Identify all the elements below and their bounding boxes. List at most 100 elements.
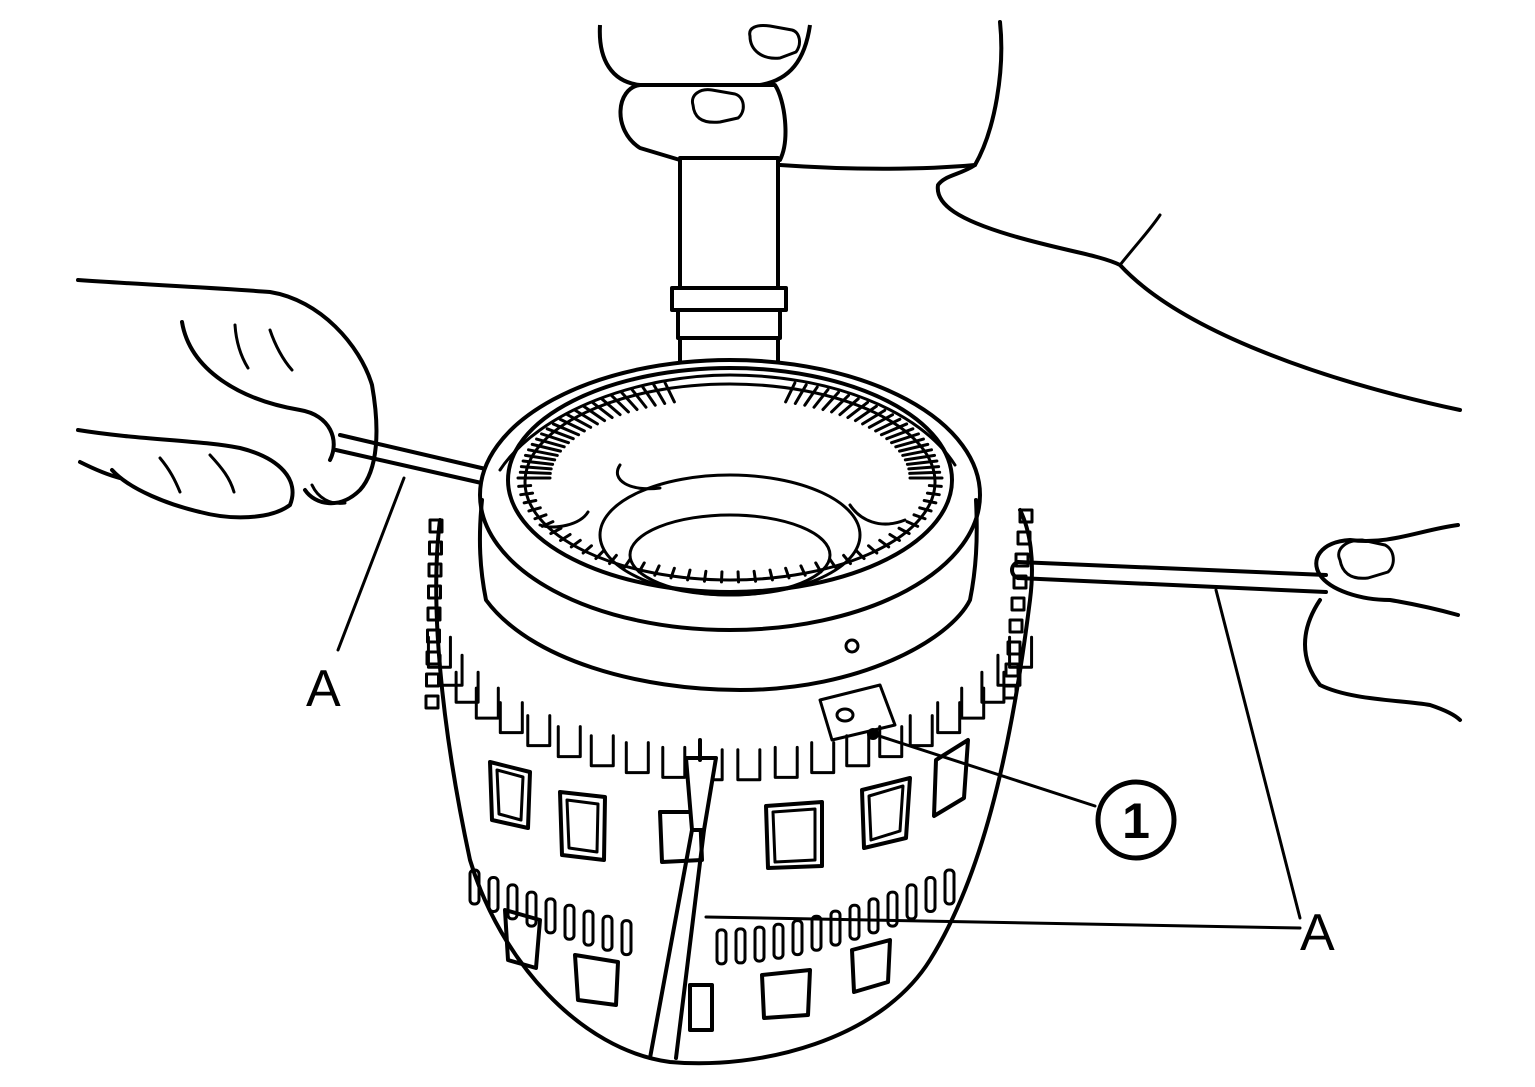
spline-tooth [573, 408, 599, 426]
spline-tooth [551, 422, 581, 437]
spline-tooth [888, 532, 901, 542]
spline-tooth [637, 561, 646, 574]
crown-tooth [845, 734, 871, 768]
spline-tooth [533, 513, 548, 521]
crown-tooth [474, 686, 500, 720]
drum-slot [715, 928, 728, 966]
spline-tooth [898, 442, 930, 453]
crown-tooth [438, 653, 464, 687]
edge-tooth [426, 628, 441, 644]
drum-slot [943, 868, 956, 906]
spline-tooth [828, 557, 838, 570]
clutch-drum [434, 358, 1034, 1066]
spline-tooth [517, 484, 533, 488]
tool-a-right [1010, 560, 1328, 594]
spline-tooth [842, 553, 852, 566]
spline-tooth [540, 432, 570, 445]
spline-tooth [535, 437, 566, 449]
spline-tooth [867, 413, 895, 429]
spline-tooth [907, 465, 941, 471]
spline-tooth [908, 470, 942, 475]
drum-slot [468, 868, 481, 906]
spline-tooth [854, 549, 866, 561]
drum-slot [544, 897, 557, 935]
right-hand [1303, 523, 1462, 722]
spline-tooth [527, 506, 542, 513]
crown-tooth [556, 725, 582, 759]
edge-tooth [1008, 618, 1024, 634]
drum-slot [848, 903, 861, 941]
spline-tooth [846, 400, 870, 420]
edge-tooth [427, 584, 442, 600]
part-marker-1: 1 [1095, 779, 1177, 861]
drum-slot [525, 890, 538, 928]
spline-tooth [663, 381, 676, 404]
snap-ring [818, 683, 897, 742]
drum-slot [867, 897, 880, 935]
spline-tooth [814, 561, 823, 574]
spline-tooth [793, 383, 808, 405]
spline-tooth [702, 569, 708, 583]
spline-tooth [519, 465, 553, 471]
drum-slot [487, 876, 500, 914]
spline-tooth [582, 404, 607, 423]
edge-tooth [427, 562, 443, 578]
crown-tooth [624, 741, 650, 775]
spline-tooth [630, 388, 648, 409]
spline-tooth [669, 566, 676, 580]
spline-tooth [608, 553, 618, 566]
spline-tooth [652, 383, 667, 405]
edge-tooth [426, 606, 442, 622]
edge-tooth [425, 650, 441, 666]
spline-tooth [905, 459, 939, 466]
spline-tooth [874, 417, 902, 433]
spline-tooth [519, 491, 535, 497]
spline-tooth [799, 564, 807, 577]
edge-tooth [425, 672, 440, 688]
crown-tooth [526, 714, 552, 748]
leader-lines [336, 476, 1302, 930]
crown-tooth [936, 701, 962, 735]
spline-tooth [867, 544, 879, 555]
spline-tooth [925, 491, 941, 497]
spline-tooth [768, 568, 774, 582]
edge-tooth [1010, 596, 1026, 612]
drum-slot [791, 919, 804, 957]
spline-tooth [821, 390, 840, 411]
spline-tooth [622, 557, 632, 570]
part-marker-circle [1095, 779, 1177, 861]
crown-tooth [908, 714, 934, 748]
drum-slot [734, 927, 747, 965]
spline-tooth [590, 400, 614, 420]
spline-tooth [901, 448, 933, 457]
spline-tooth [559, 532, 572, 542]
drum-slot [506, 883, 519, 921]
edge-tooth [1012, 574, 1028, 590]
inner-spline-teeth [516, 381, 944, 584]
spline-tooth [600, 397, 622, 417]
spline-tooth [897, 526, 911, 536]
edge-tooth [424, 694, 440, 710]
drum-slot [601, 914, 614, 952]
spline-tooth [518, 470, 552, 475]
crown-tooth [498, 701, 524, 735]
spline-tooth [522, 498, 538, 505]
spline-tooth [609, 393, 630, 414]
drum-slots [468, 868, 956, 966]
edge-tooth [1004, 662, 1020, 678]
drum-slot [563, 903, 576, 941]
spline-tooth [812, 388, 830, 409]
spline-tooth [927, 484, 943, 488]
spline-tooth [803, 385, 819, 407]
edge-tooth [1006, 640, 1022, 656]
spline-tooth [903, 453, 937, 462]
spline-tooth [890, 432, 920, 445]
spline-tooth [830, 393, 851, 414]
spline-tooth [784, 381, 797, 404]
edge-tooth [428, 540, 443, 556]
edge-tooth [1016, 530, 1032, 546]
drum-slot [924, 876, 937, 914]
spline-tooth [922, 498, 938, 505]
spline-tooth [523, 453, 557, 462]
spline-tooth [549, 526, 563, 536]
